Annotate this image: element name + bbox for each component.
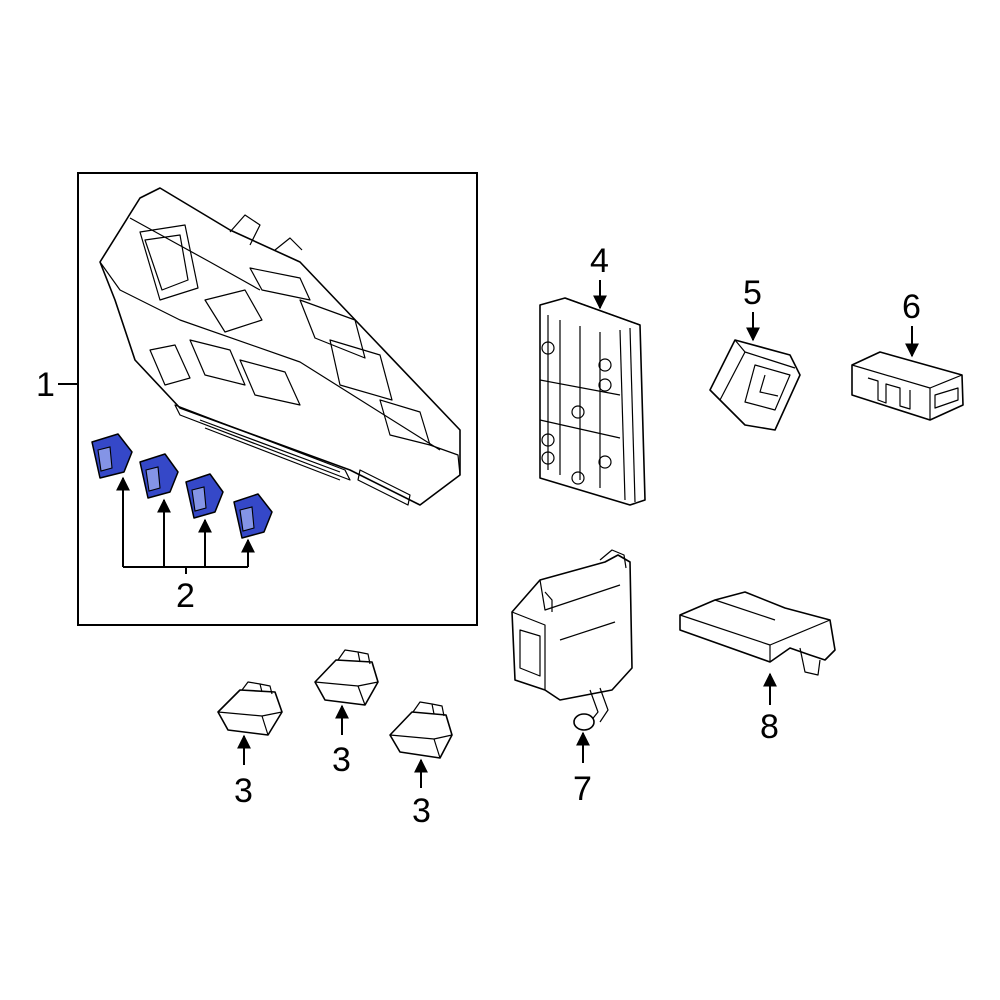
part-3-relay-a[interactable] (217, 681, 283, 736)
part-3-relay-b[interactable] (314, 649, 379, 706)
callout-4: 4 (590, 242, 609, 280)
callout-6: 6 (902, 288, 921, 326)
assembly-box (77, 172, 478, 626)
part-1-fuse-box[interactable] (99, 187, 461, 506)
callout-5: 5 (743, 274, 762, 312)
part-8-module[interactable] (679, 591, 836, 676)
part-2-leaders (116, 476, 255, 574)
callout-8: 8 (760, 708, 779, 746)
callout-2: 2 (176, 577, 195, 615)
part-3-relay-c[interactable] (389, 701, 453, 759)
part-6-module[interactable] (851, 351, 964, 421)
part-7-module[interactable] (511, 549, 633, 731)
callout-1: 1 (36, 366, 55, 404)
part-2-clip-1[interactable] (91, 433, 133, 479)
part-4-control-module[interactable] (539, 297, 646, 506)
part-2-clip-3[interactable] (185, 473, 224, 519)
part-2-clip-4[interactable] (233, 493, 273, 539)
part-2-clip-2[interactable] (139, 453, 179, 499)
callout-3a: 3 (234, 772, 253, 810)
part-5-module[interactable] (709, 339, 801, 431)
callout-7: 7 (573, 770, 592, 808)
callout-3c: 3 (412, 792, 431, 830)
callout-3b: 3 (332, 741, 351, 779)
